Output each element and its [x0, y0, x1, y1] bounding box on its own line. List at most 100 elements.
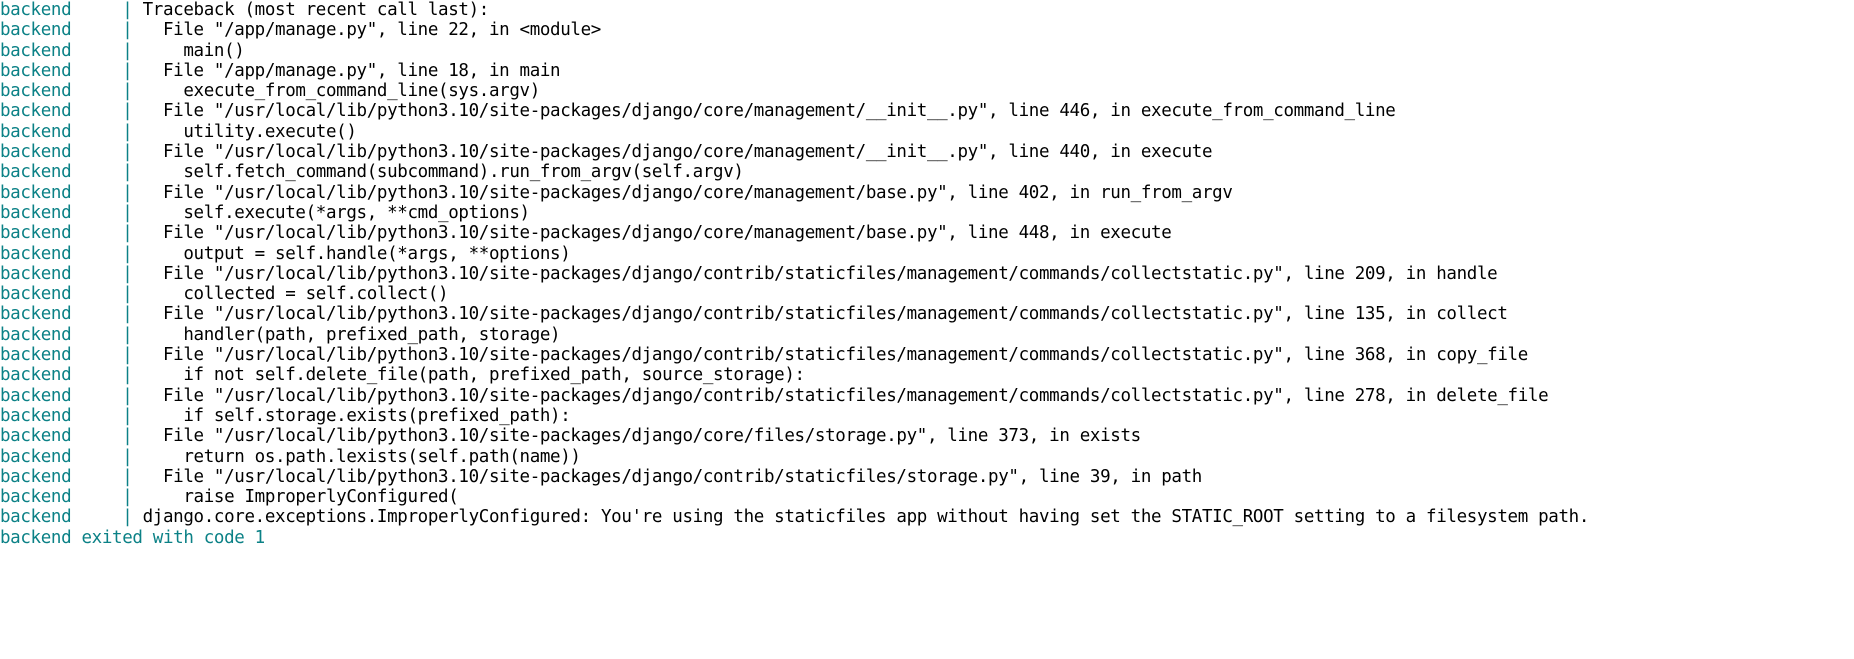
prefix-padding — [71, 386, 122, 406]
pipe-separator: | — [122, 121, 133, 142]
pipe-separator: | — [122, 385, 133, 406]
pipe-separator: | — [122, 40, 133, 61]
log-line: backend | if not self.delete_file(path, … — [0, 365, 1854, 385]
log-line-text: File "/usr/local/lib/python3.10/site-pac… — [132, 182, 1233, 203]
service-name-label: backend — [0, 304, 72, 325]
service-name-label: backend — [0, 121, 72, 142]
log-line: backend | main() — [0, 41, 1854, 61]
log-line-text: if self.storage.exists(prefixed_path): — [132, 405, 571, 426]
prefix-padding — [71, 122, 122, 142]
log-line: backend | self.execute(*args, **cmd_opti… — [0, 203, 1854, 223]
prefix-padding — [71, 244, 122, 264]
log-line: backend | File "/usr/local/lib/python3.1… — [0, 101, 1854, 121]
service-name-label: backend — [0, 466, 72, 487]
service-name-label: backend — [0, 223, 72, 244]
log-line-text: File "/app/manage.py", line 18, in main — [132, 60, 561, 81]
prefix-padding — [71, 325, 122, 345]
prefix-padding — [71, 447, 122, 467]
log-line-text: Traceback (most recent call last): — [132, 0, 490, 20]
container-exit-status-line: backend exited with code 1 — [0, 527, 265, 548]
prefix-padding — [71, 426, 122, 446]
prefix-padding — [71, 264, 122, 284]
log-line: backend | if self.storage.exists(prefixe… — [0, 406, 1854, 426]
log-line: backend | File "/usr/local/lib/python3.1… — [0, 264, 1854, 284]
prefix-padding — [71, 101, 122, 121]
pipe-separator: | — [122, 243, 133, 264]
log-line: backend | collected = self.collect() — [0, 284, 1854, 304]
pipe-separator: | — [122, 507, 133, 528]
log-line: backend | File "/usr/local/lib/python3.1… — [0, 304, 1854, 324]
log-line: backend | execute_from_command_line(sys.… — [0, 81, 1854, 101]
pipe-separator: | — [122, 487, 133, 508]
prefix-padding — [71, 304, 122, 324]
log-line: backend | File "/usr/local/lib/python3.1… — [0, 426, 1854, 446]
service-name-label: backend — [0, 284, 72, 305]
prefix-padding — [71, 61, 122, 81]
log-line: backend | utility.execute() — [0, 122, 1854, 142]
log-line: backend | File "/usr/local/lib/python3.1… — [0, 183, 1854, 203]
log-line-text: execute_from_command_line(sys.argv) — [132, 81, 540, 102]
log-line-text: self.execute(*args, **cmd_options) — [132, 202, 530, 223]
log-line: backend | File "/usr/local/lib/python3.1… — [0, 142, 1854, 162]
pipe-separator: | — [122, 182, 133, 203]
prefix-padding — [71, 203, 122, 223]
prefix-padding — [71, 345, 122, 365]
prefix-padding — [71, 20, 122, 40]
log-line: backend | File "/usr/local/lib/python3.1… — [0, 223, 1854, 243]
pipe-separator: | — [122, 142, 133, 163]
pipe-separator: | — [122, 162, 133, 183]
prefix-padding — [71, 41, 122, 61]
pipe-separator: | — [122, 60, 133, 81]
prefix-padding — [71, 223, 122, 243]
service-name-label: backend — [0, 345, 72, 366]
prefix-padding — [71, 183, 122, 203]
pipe-separator: | — [122, 0, 133, 20]
prefix-padding — [71, 365, 122, 385]
log-line-text: self.fetch_command(subcommand).run_from_… — [132, 162, 744, 183]
service-name-label: backend — [0, 243, 72, 264]
service-name-label: backend — [0, 101, 72, 122]
prefix-padding — [71, 142, 122, 162]
log-line-text: collected = self.collect() — [132, 284, 449, 305]
pipe-separator: | — [122, 284, 133, 305]
log-line: backend | self.fetch_command(subcommand)… — [0, 162, 1854, 182]
service-name-label: backend — [0, 202, 72, 223]
prefix-padding — [71, 284, 122, 304]
prefix-padding — [71, 0, 122, 20]
log-line-text: File "/usr/local/lib/python3.10/site-pac… — [132, 345, 1528, 366]
log-line-text: main() — [132, 40, 245, 61]
prefix-padding — [71, 467, 122, 487]
log-line: backend | File "/app/manage.py", line 18… — [0, 61, 1854, 81]
log-line-text: File "/usr/local/lib/python3.10/site-pac… — [132, 385, 1549, 406]
service-name-label: backend — [0, 405, 72, 426]
pipe-separator: | — [122, 405, 133, 426]
pipe-separator: | — [122, 446, 133, 467]
log-line: backend | output = self.handle(*args, **… — [0, 244, 1854, 264]
service-name-label: backend — [0, 162, 72, 183]
log-line-text: File "/usr/local/lib/python3.10/site-pac… — [132, 142, 1213, 163]
service-name-label: backend — [0, 20, 72, 41]
service-name-label: backend — [0, 0, 72, 20]
prefix-padding — [71, 507, 122, 527]
service-name-label: backend — [0, 81, 72, 102]
log-line-text: handler(path, prefixed_path, storage) — [132, 324, 561, 345]
pipe-separator: | — [122, 426, 133, 447]
prefix-padding — [71, 162, 122, 182]
log-line: backend | return os.path.lexists(self.pa… — [0, 447, 1854, 467]
service-name-label: backend — [0, 324, 72, 345]
prefix-padding — [71, 406, 122, 426]
log-line-text: File "/usr/local/lib/python3.10/site-pac… — [132, 466, 1202, 487]
log-line-text: django.core.exceptions.ImproperlyConfigu… — [132, 507, 1590, 528]
log-line-text: utility.execute() — [132, 121, 357, 142]
service-name-label: backend — [0, 365, 72, 386]
log-line: backend | File "/app/manage.py", line 22… — [0, 20, 1854, 40]
service-name-label: backend — [0, 263, 72, 284]
log-line: backend | File "/usr/local/lib/python3.1… — [0, 467, 1854, 487]
pipe-separator: | — [122, 365, 133, 386]
pipe-separator: | — [122, 345, 133, 366]
pipe-separator: | — [122, 202, 133, 223]
log-line: backend | File "/usr/local/lib/python3.1… — [0, 386, 1854, 406]
log-line: backend | raise ImproperlyConfigured( — [0, 487, 1854, 507]
service-name-label: backend — [0, 142, 72, 163]
